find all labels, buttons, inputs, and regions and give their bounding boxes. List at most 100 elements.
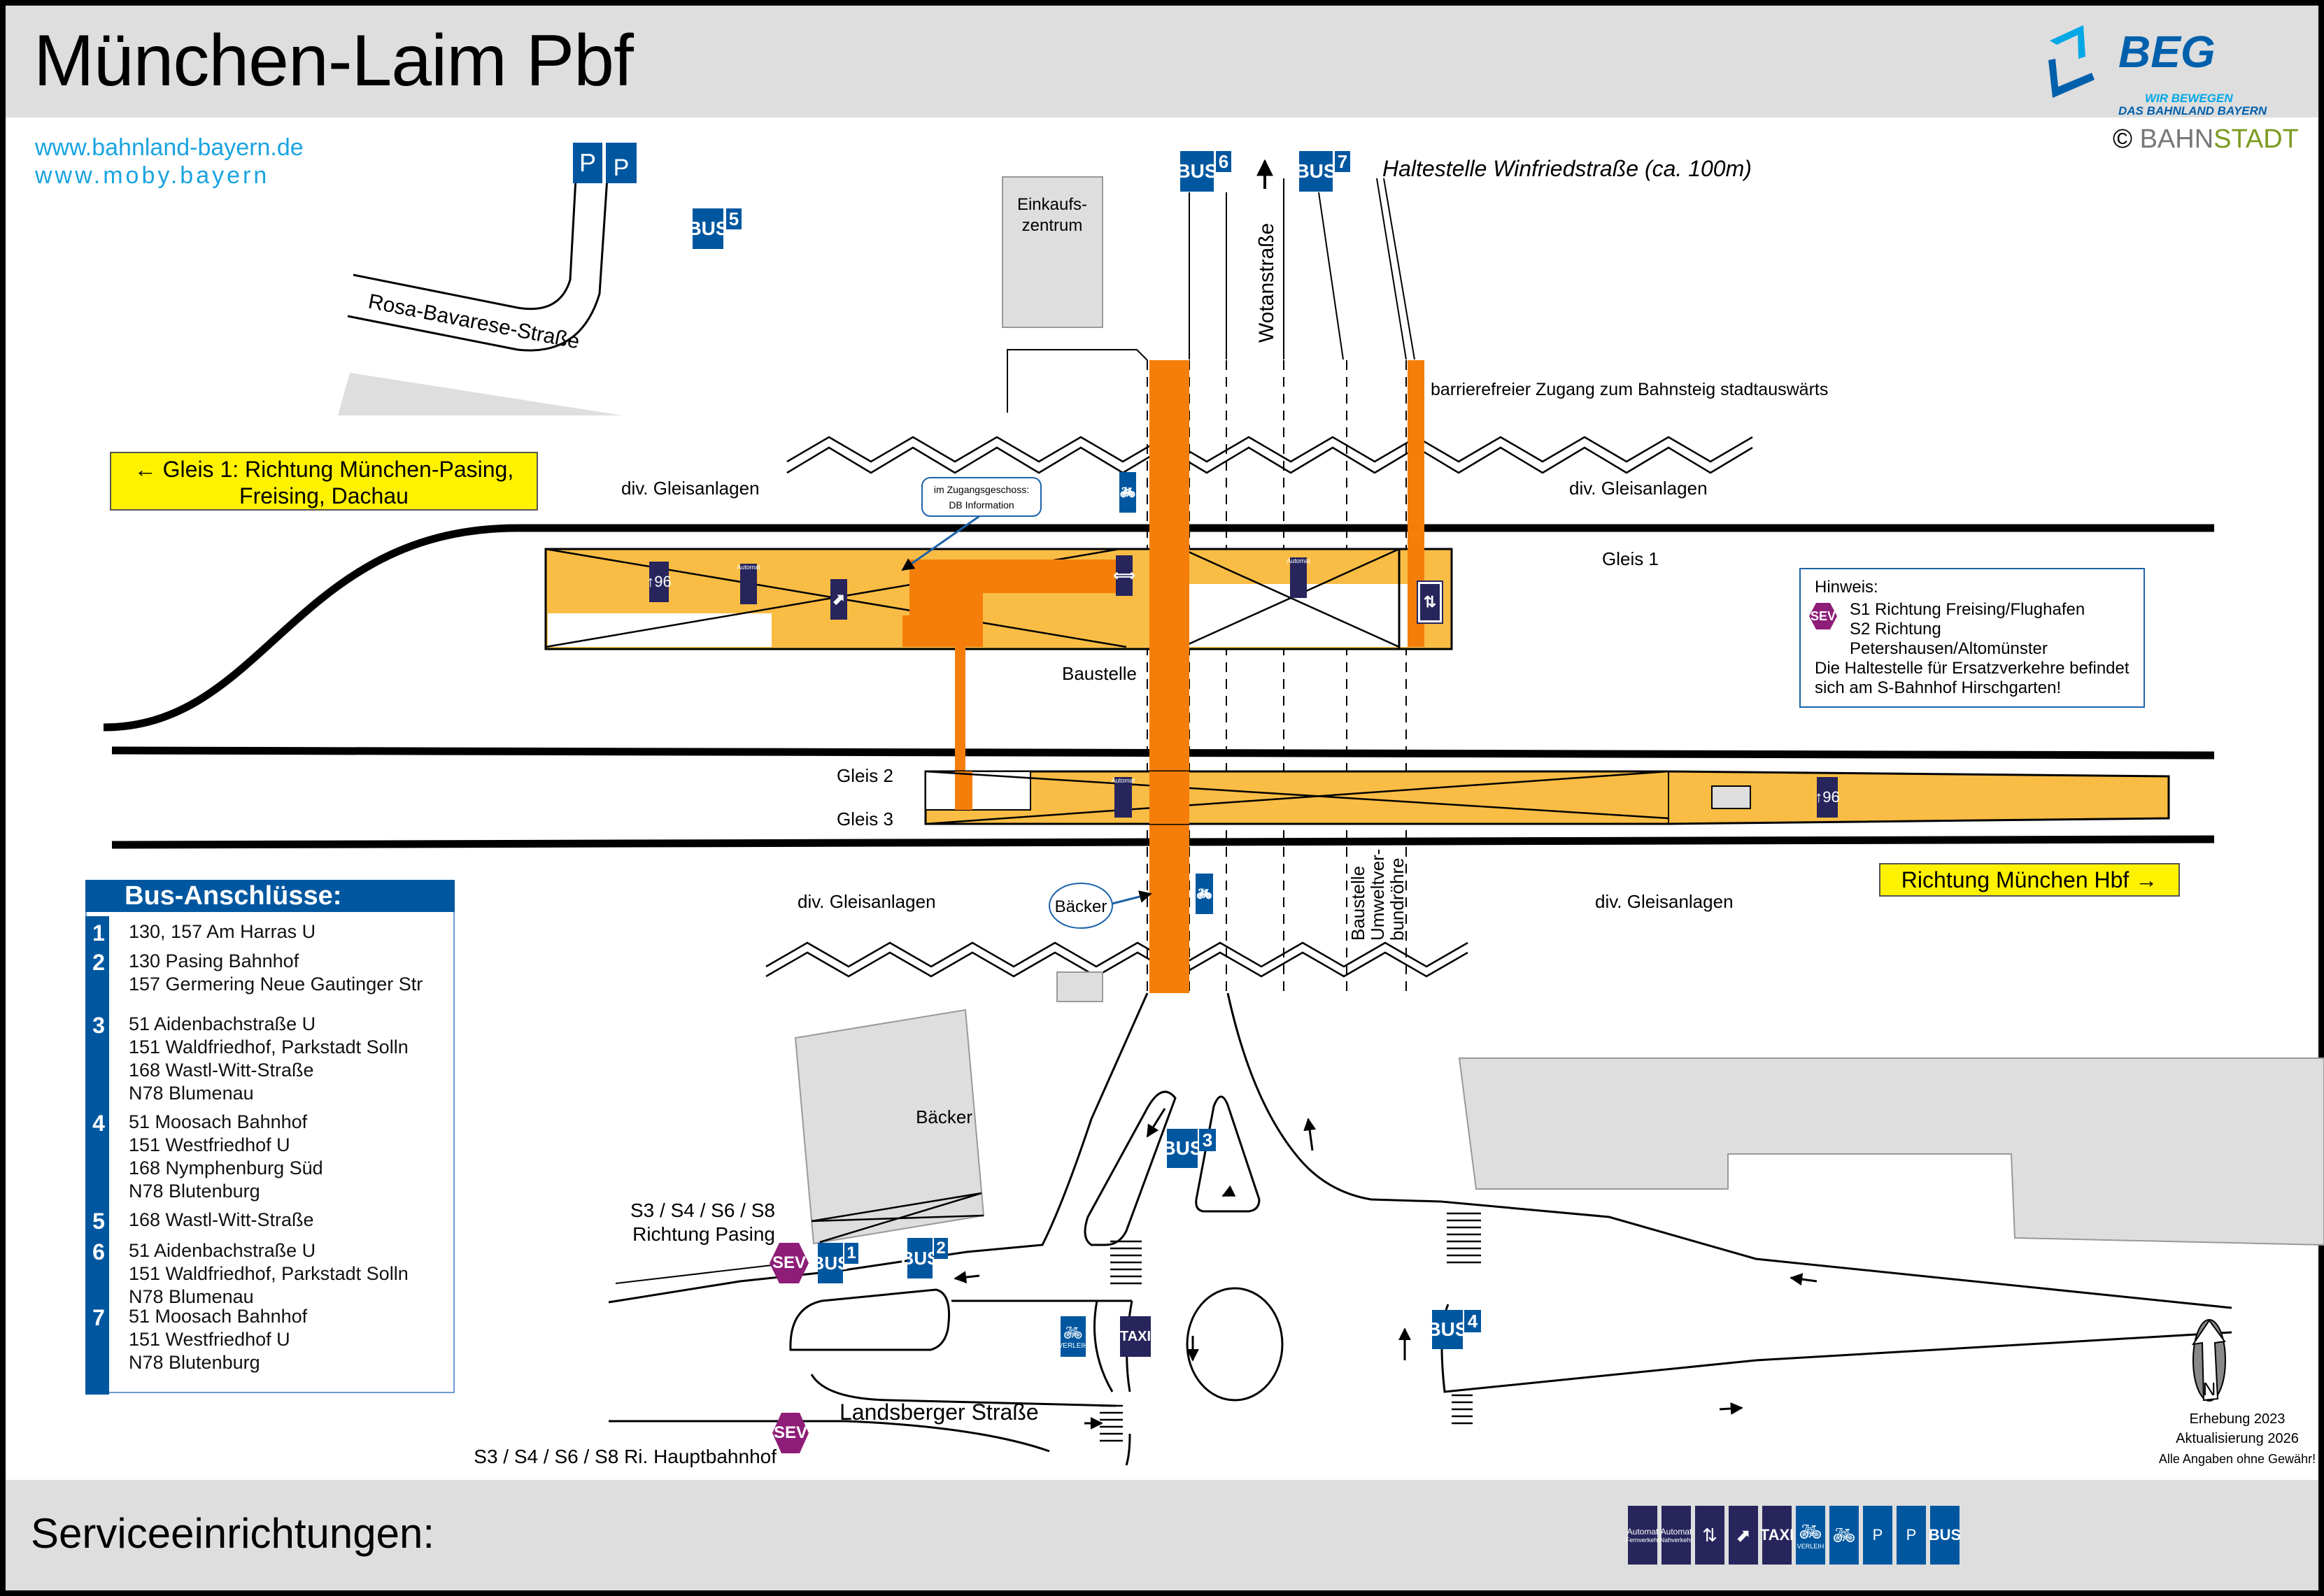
escalator-icon: ⬈	[832, 590, 846, 608]
bus-line-entry: 151 Westfriedhof U	[129, 1329, 290, 1350]
elevator-icon: ⇅	[1695, 1506, 1724, 1565]
db-info-callout-line2: DB Information	[949, 499, 1014, 511]
survey-line1: Erhebung 2023	[2190, 1411, 2286, 1427]
service-label-bottom: Fernverkehr	[1625, 1537, 1660, 1544]
db-info-callout-line1: im Zugangsgeschoss:	[934, 484, 1029, 495]
survey-line3: Alle Angaben ohne Gewähr!	[2159, 1452, 2316, 1466]
header: München-Laim Pbf BEG WIR BEWEGEN DAS BAH…	[6, 6, 2318, 117]
hinweis-note-line1: Die Haltestelle für Ersatzverkehre befin…	[1815, 659, 2130, 678]
bus-line-entry: 151 Westfriedhof U	[129, 1134, 290, 1155]
escalator-icon: ⬈	[1729, 1506, 1758, 1565]
arrow-up-icon: ↑	[1815, 788, 1823, 806]
traffic-arrows	[954, 1108, 1818, 1430]
landsberger-label: Landsberger Straße	[839, 1399, 1039, 1425]
bus-stop-5-number: 5	[726, 208, 742, 229]
hinweis-title: Hinweis:	[1815, 578, 1878, 597]
ticket-machine-sign-2: Automat	[1287, 557, 1310, 598]
hinweis-sev-line1: S1 Richtung Freising/Flughafen	[1850, 600, 2085, 619]
shopping-center-building	[1002, 176, 1103, 328]
platform-height-value: 96	[654, 573, 672, 590]
bus-stop-1-sign[interactable]: BUS	[812, 1243, 849, 1283]
beg-slogan-1: WIR BEWEGEN	[2145, 92, 2233, 105]
bike-parking-icon: 🚲︎	[1829, 1506, 1859, 1565]
beg-logo: BEG WIR BEWEGEN DAS BAHNLAND BAYERN	[2048, 25, 2267, 116]
bus-connections-title: Bus-Anschlüsse:	[85, 880, 455, 912]
hinweis-box: Hinweis: SEV S1 Richtung Freising/Flugha…	[1799, 568, 2145, 708]
bike-icon: 🚲︎	[1063, 1323, 1083, 1341]
arrow-left-icon: ←	[134, 457, 157, 482]
arrow-right-icon: →	[2135, 867, 2158, 892]
elevator-icon: ⇅	[1423, 593, 1437, 611]
baustelle-umweltverbund-label: Baustelle Umweltver- bundröhre	[1347, 849, 1408, 941]
bus-stop-7-sign[interactable]: BUS	[1295, 151, 1337, 192]
platform-height-sign-2: ↑96	[1815, 777, 1840, 818]
svg-text:bundröhre: bundröhre	[1387, 857, 1408, 941]
beg-logo-mark-light	[2050, 25, 2085, 59]
zigzag-tracks-top	[786, 436, 1753, 474]
link-bahnland-bayern[interactable]: www.bahnland-bayern.de	[35, 134, 304, 161]
bus-stop-6-sign[interactable]: BUS	[1176, 151, 1218, 192]
winfriedstrasse-stop-label: Haltestelle Winfriedstraße (ca. 100m)	[1382, 156, 1752, 181]
bus-stop-3-sign[interactable]: BUS	[1161, 1129, 1203, 1168]
bus-icon: BUS	[1928, 1506, 1962, 1565]
shopping-center-label-2: zentrum	[1022, 216, 1083, 235]
wotanstrasse-label: Wotanstraße	[1255, 223, 1278, 343]
small-gray-building	[1056, 971, 1103, 1002]
bus-stop-number: 2	[92, 950, 105, 975]
bike-parking-sign-1: 🚲︎	[1119, 472, 1136, 513]
ticket-machine-sign-1: Automat	[737, 564, 760, 604]
sev-stop-hbf[interactable]: SEV	[772, 1413, 809, 1453]
survey-line2: Aktualisierung 2026	[2176, 1431, 2299, 1446]
copyright-bahn: BAHN	[2139, 124, 2214, 154]
bus-line-entry: 168 Wastl-Witt-Straße	[129, 1060, 314, 1081]
barrier-free-access-label: barrierefreier Zugang zum Bahnsteig stad…	[1431, 380, 1828, 399]
escalator-sign: ⬈	[830, 579, 847, 620]
bus-line-entry: 51 Moosach Bahnhof	[129, 1111, 308, 1132]
service-label-top: BUS	[1928, 1526, 1962, 1544]
baecker-building-label: Bäcker	[916, 1106, 972, 1127]
gleis-2-label: Gleis 2	[837, 765, 893, 786]
bus-stop-number: 4	[92, 1111, 105, 1136]
bus-stop-number: 6	[92, 1239, 105, 1264]
bus-stop-2-sign[interactable]: BUS	[901, 1238, 939, 1278]
bus-line-entry: N78 Blutenburg	[129, 1352, 260, 1373]
copyright-symbol: ©	[2113, 124, 2132, 154]
bus-stop-5-sign[interactable]: BUS	[687, 208, 729, 249]
orange-path-over-platform	[1149, 771, 1189, 824]
link-moby-bayern[interactable]: www.moby.bayern	[35, 162, 270, 189]
bus-line-entry: 130, 157 Am Harras U	[129, 921, 316, 942]
service-glyph: ⬈	[1736, 1524, 1751, 1546]
bus-stop-1-number: 1	[844, 1243, 858, 1264]
sev-pasing-line2: Richtung Pasing	[632, 1223, 775, 1245]
platform-height-sign-1: ↑96	[646, 562, 672, 602]
bus-stop-2-number: 2	[934, 1238, 948, 1259]
bus-line-entry: N78 Blumenau	[129, 1286, 254, 1307]
div-gleisanlagen-3: div. Gleisanlagen	[798, 891, 936, 912]
gleis-3-label: Gleis 3	[837, 808, 893, 829]
bus-line-entry: 168 Nymphenburg Süd	[129, 1157, 323, 1178]
footer: Serviceeinrichtungen:	[6, 1480, 2318, 1590]
service-label-top: P	[1872, 1526, 1883, 1544]
direction-sign-east: Richtung München Hbf →	[1879, 863, 2180, 897]
service-label-top: Automat	[1627, 1527, 1659, 1537]
ev-charging-parking-sign: P	[606, 143, 637, 183]
passage-sign: ⟺	[1113, 555, 1135, 596]
page-title: München-Laim Pbf	[34, 20, 634, 101]
service-glyph: 🚲︎	[1799, 1520, 1822, 1542]
bus-stop-number: 3	[92, 1013, 105, 1038]
gray-area-top-left	[338, 373, 623, 415]
div-gleisanlagen-1: div. Gleisanlagen	[621, 478, 760, 499]
bus-line-entry: 51 Aidenbachstraße U	[129, 1013, 316, 1034]
bus-line-entry: 151 Waldfriedhof, Parkstadt Solln	[129, 1036, 409, 1057]
service-label-top: Automat	[1660, 1527, 1692, 1537]
bus-stop-4-sign[interactable]: BUS	[1426, 1310, 1468, 1349]
shopping-center-label-1: Einkaufs-	[1017, 195, 1087, 214]
sev-stop-pasing[interactable]: SEV	[770, 1243, 809, 1283]
direction-west-line1: Gleis 1: Richtung München-Pasing,	[162, 457, 514, 482]
elevator-sign: ⇅	[1417, 580, 1443, 624]
copyright: © BAHNSTADT	[2113, 124, 2299, 155]
bike-rental-sign: 🚲︎ VERLEIH	[1058, 1316, 1088, 1357]
baecker-callout	[1049, 883, 1113, 929]
